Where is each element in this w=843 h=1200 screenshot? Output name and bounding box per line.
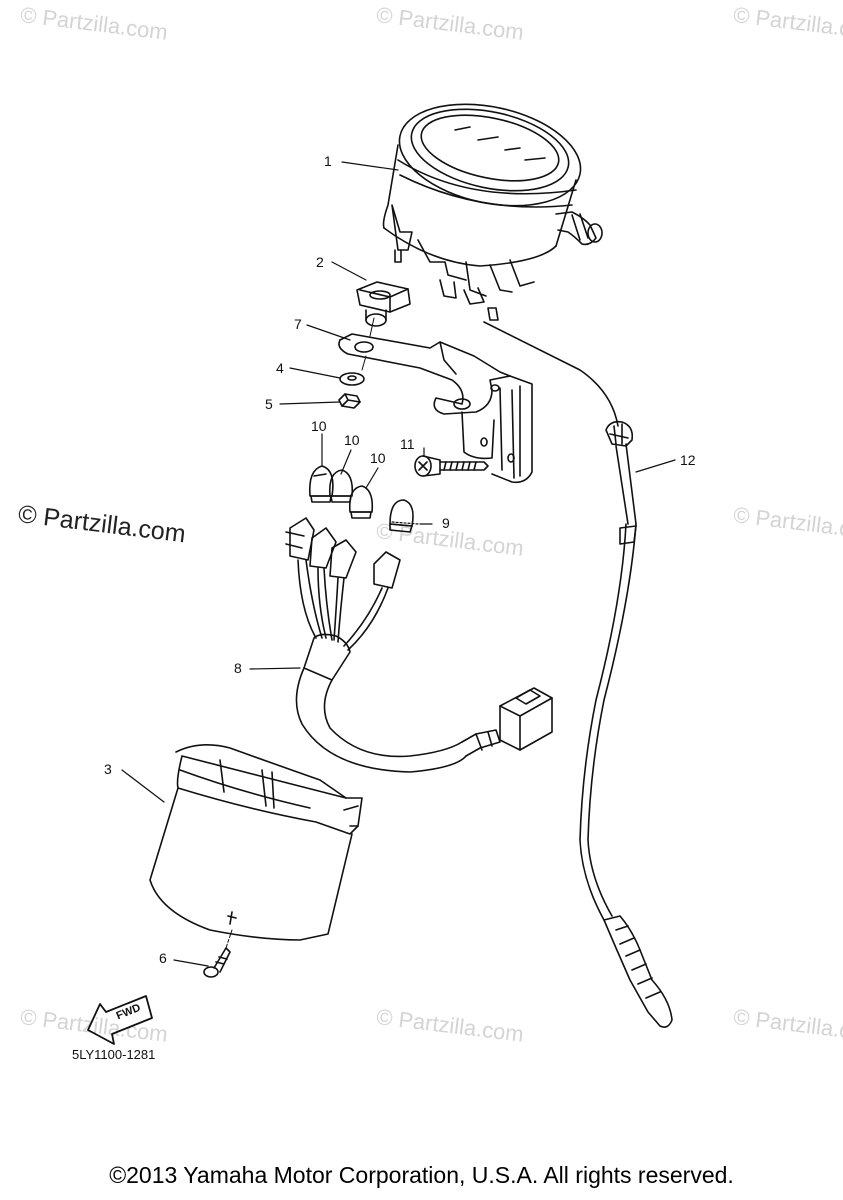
callout-7: 7 — [294, 316, 302, 332]
callout-6: 6 — [159, 950, 167, 966]
meter-cover — [149, 744, 363, 941]
callout-8: 8 — [234, 660, 242, 676]
wire-harness — [285, 517, 553, 773]
nut-part — [338, 393, 361, 409]
damper-part — [356, 281, 411, 327]
callout-10: 10 — [311, 418, 327, 434]
callout-12: 12 — [680, 452, 696, 468]
callout-10: 10 — [370, 450, 386, 466]
copyright-notice: ©2013 Yamaha Motor Corporation, U.S.A. A… — [109, 1162, 734, 1188]
callout-5: 5 — [265, 396, 273, 412]
speedometer-cable — [483, 321, 673, 1028]
fwd-arrow-icon — [87, 995, 153, 1045]
callout-10: 10 — [344, 432, 360, 448]
washer-part — [339, 372, 365, 386]
callout-3: 3 — [104, 761, 112, 777]
screw-part — [414, 455, 489, 477]
mounting-bracket — [338, 333, 533, 484]
callout-11: 11 — [400, 436, 415, 452]
callout-9: 9 — [442, 515, 450, 531]
bulb-part — [389, 499, 414, 533]
callout-1: 1 — [324, 153, 332, 169]
callout-leaders — [121, 161, 676, 967]
callout-4: 4 — [276, 360, 284, 376]
bulb-part — [348, 485, 374, 519]
diagram-code: 5LY1100-1281 — [72, 1047, 156, 1062]
cover-screw — [203, 947, 231, 978]
speedometer-assembly — [382, 103, 603, 321]
callout-2: 2 — [316, 254, 324, 270]
